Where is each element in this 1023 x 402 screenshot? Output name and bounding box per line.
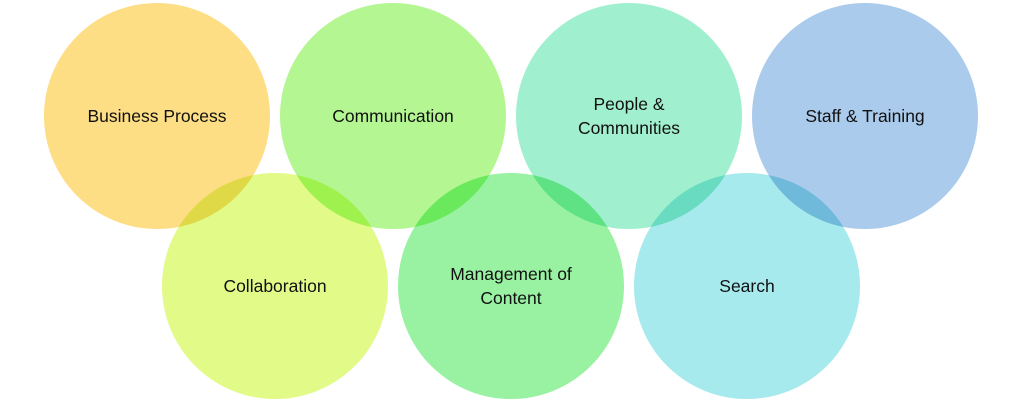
circle-management-of-content [396,171,626,401]
circle-staff-training [750,1,980,231]
label-business-process: Business Process [87,106,226,126]
label-line: Management of [450,264,572,284]
label-line: Collaboration [223,276,326,296]
circle-shape [514,1,744,231]
circle-shape [750,1,980,231]
label-people-communities: People & Communities [578,94,680,138]
label-line: Business Process [87,106,226,126]
label-management-of-content: Management of Content [450,264,572,308]
label-line: Staff & Training [805,106,924,126]
circle-search [632,171,862,401]
label-line: Content [480,288,541,308]
circle-shape [278,1,508,231]
label-communication: Communication [332,106,454,126]
circle-shape [42,1,272,231]
label-staff-training: Staff & Training [805,106,924,126]
circle-shape [632,171,862,401]
circle-business-process [42,1,272,231]
label-collaboration: Collaboration [223,276,326,296]
label-search: Search [719,276,774,296]
label-line: People & [593,94,664,114]
circle-shape [160,171,390,401]
label-line: Communities [578,118,680,138]
label-line: Search [719,276,774,296]
circle-people-communities [514,1,744,231]
label-line: Communication [332,106,454,126]
circle-collaboration [160,171,390,401]
circle-shape [396,171,626,401]
circle-communication [278,1,508,231]
